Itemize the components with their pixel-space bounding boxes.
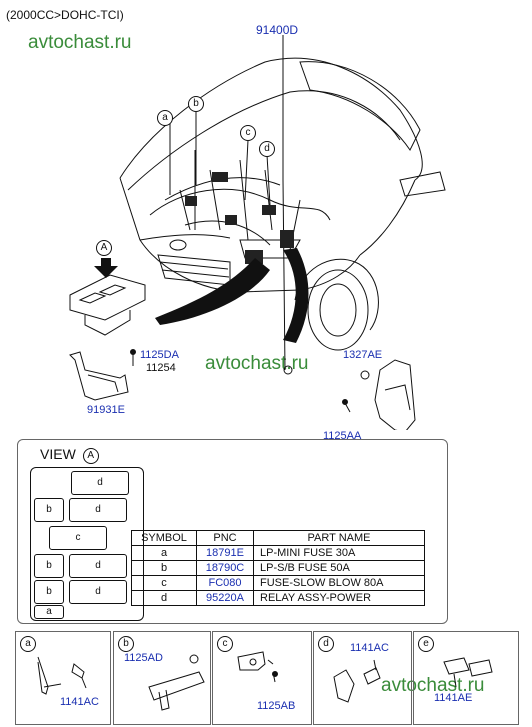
engine-spec-label: (2000CC>DOHC-TCI) — [6, 8, 124, 22]
detail-cell-b: b 1125AD — [113, 631, 211, 725]
pnc-cell: 95220A — [196, 590, 254, 606]
part-label-11254: 11254 — [146, 362, 176, 374]
detail-drawing — [443, 657, 493, 688]
detail-part-label: 1125AB — [257, 700, 296, 712]
view-circle: A — [82, 448, 99, 464]
symbol-cell: b — [131, 560, 197, 576]
part-label-1125da: 1125DA — [140, 349, 179, 361]
main-part-number: 91400D — [256, 23, 299, 37]
detail-drawing — [333, 659, 381, 703]
callout-c: c — [240, 125, 256, 141]
part-name-cell: LP-S/B FUSE 50A — [253, 560, 425, 576]
watermark: avtochast.ru — [205, 353, 309, 374]
detail-drawing — [237, 651, 278, 683]
part-name-cell: RELAY ASSY-POWER — [253, 590, 425, 606]
table-row: b 18790C LP-S/B FUSE 50A — [131, 560, 425, 576]
pnc-cell: 18791E — [196, 545, 254, 561]
part-name-cell: FUSE-SLOW BLOW 80A — [253, 575, 425, 591]
fuse-slot: d — [69, 554, 127, 578]
fuse-slot: a — [34, 605, 64, 619]
callout-view-a: A — [96, 240, 112, 256]
detail-drawing — [37, 656, 87, 695]
pnc-cell: FC080 — [196, 575, 254, 591]
part-name-cell: LP-MINI FUSE 30A — [253, 545, 425, 561]
detail-letter: c — [217, 636, 233, 652]
detail-letter: e — [418, 636, 434, 652]
symbol-cell: c — [131, 575, 197, 591]
watermark: avtochast.ru — [381, 675, 485, 696]
pnc-cell: 18790C — [196, 560, 254, 576]
detail-part-label: 1141AC — [60, 696, 99, 708]
col-header-symbol: SYMBOL — [131, 530, 197, 546]
table-row: d 95220A RELAY ASSY-POWER — [131, 590, 425, 606]
callout-a: a — [157, 110, 173, 126]
col-header-pnc: PNC — [196, 530, 254, 546]
fuse-slot: d — [69, 498, 127, 522]
view-a-panel: VIEW A d b d c b d b d a — [17, 439, 448, 624]
callout-d: d — [259, 141, 275, 157]
fuse-slot: b — [34, 554, 64, 578]
callout-b: b — [188, 96, 204, 112]
detail-part-label: 1141AC — [350, 642, 389, 654]
watermark: avtochast.ru — [28, 32, 132, 53]
table-row: c FC080 FUSE-SLOW BLOW 80A — [131, 575, 425, 591]
symbol-cell: d — [131, 590, 197, 606]
detail-letter: b — [118, 636, 134, 652]
detail-part-label: 1141AE — [434, 692, 473, 704]
fuse-box-outline: d b d c b d b d a — [30, 467, 144, 621]
fuse-slot: b — [34, 498, 64, 522]
fuse-slot: d — [69, 580, 127, 604]
part-label-1327ae: 1327AE — [343, 349, 383, 361]
detail-cell-d: d 1141AC — [313, 631, 412, 725]
parts-table: SYMBOL PNC PART NAME a 18791E LP-MINI FU… — [131, 530, 425, 606]
symbol-cell: a — [131, 545, 197, 561]
detail-cell-a: a 1141AC — [15, 631, 111, 725]
detail-part-label: 1125AD — [124, 652, 163, 664]
detail-drawing — [148, 654, 205, 711]
table-header-row: SYMBOL PNC PART NAME — [131, 530, 425, 546]
detail-letter: a — [20, 636, 36, 652]
part-label-91931e: 91931E — [87, 404, 125, 416]
col-header-part-name: PART NAME — [253, 530, 425, 546]
detail-cell-e: e 1141AE — [413, 631, 519, 725]
fuse-slot: d — [71, 471, 129, 495]
table-row: a 18791E LP-MINI FUSE 30A — [131, 545, 425, 561]
fuse-slot: c — [49, 526, 107, 550]
detail-letter: d — [318, 636, 334, 652]
car-engine-bay-drawing — [69, 35, 446, 430]
fuse-slot: b — [34, 580, 64, 604]
detail-cell-c: c 1125AB — [212, 631, 312, 725]
view-title: VIEW A — [40, 446, 99, 465]
